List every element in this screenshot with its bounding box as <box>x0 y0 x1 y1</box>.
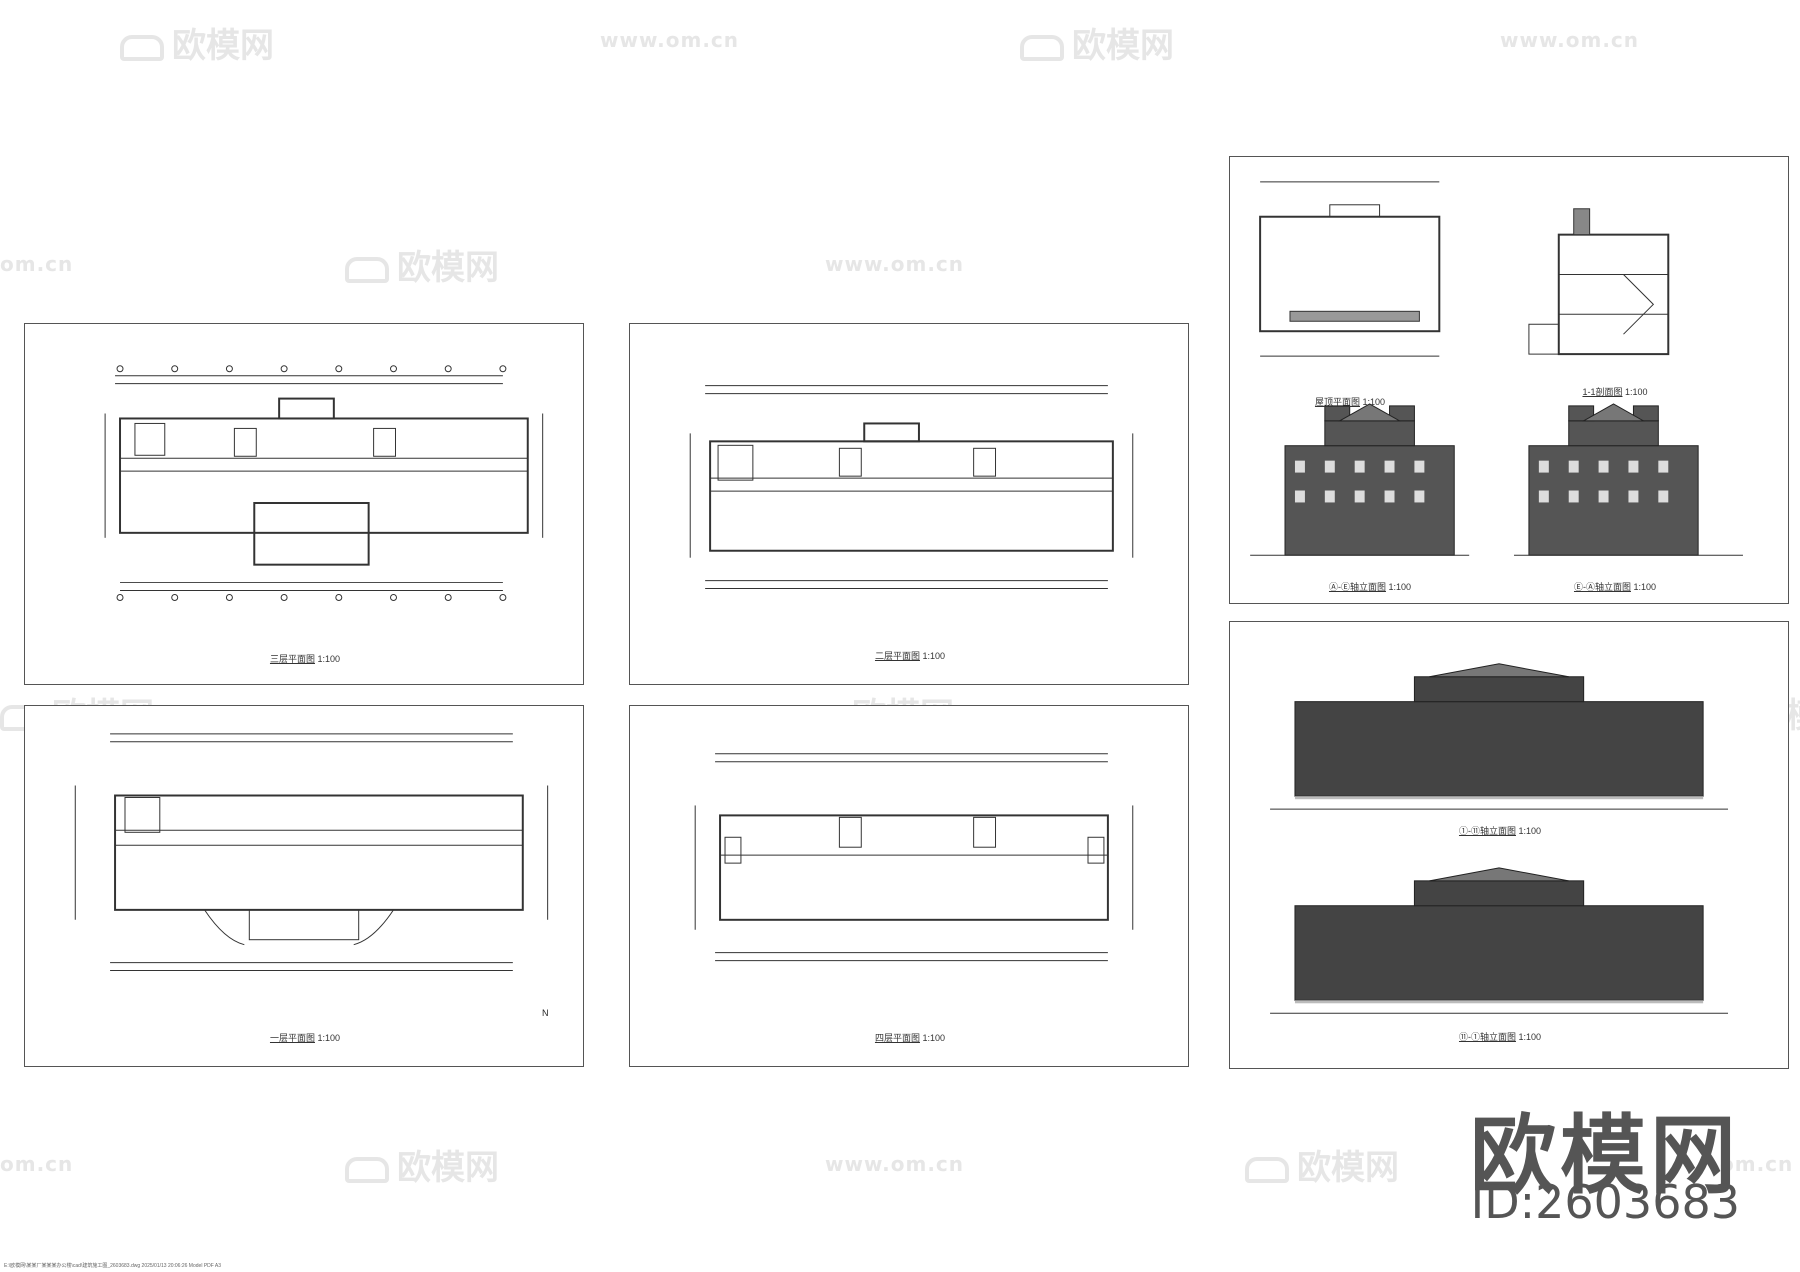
watermark-url-short: om.cn <box>1720 1152 1794 1176</box>
third-floor-plan-caption: 三层平面图 <box>269 654 315 664</box>
rear-elev-caption: ⑪-①轴立面图 <box>1458 1032 1516 1042</box>
roof-plan-caption: 屋顶平面图 <box>1314 397 1360 407</box>
side-elev-b-scale: 1:100 <box>1633 582 1657 592</box>
watermark-logo-icon <box>1245 1156 1289 1183</box>
fourth-floor-plan-caption: 四层平面图 <box>874 1033 920 1043</box>
sheet-first-floor-plan[interactable]: N 一层平面图 1:100 <box>24 705 584 1067</box>
fourth-floor-plan-scale: 1:100 <box>922 1033 946 1043</box>
front-rear-elevation-drawing <box>1270 663 1729 1014</box>
watermark-brand: 欧模网 <box>120 18 274 67</box>
brand-logo-text: 欧模网 <box>1470 1106 1740 1206</box>
side-elev-a-scale: 1:100 <box>1388 582 1412 592</box>
third-floor-plan-scale: 1:100 <box>317 654 341 664</box>
rear-elev-scale: 1:100 <box>1518 1032 1542 1042</box>
section-scale: 1:100 <box>1625 387 1648 397</box>
watermark-logo-icon <box>345 1156 389 1183</box>
watermark-logo-icon <box>345 256 389 283</box>
first-floor-plan-drawing <box>74 733 549 972</box>
north-label: N <box>542 1008 549 1018</box>
roof-section-side-drawing <box>1250 181 1743 556</box>
third-floor-plan-drawing <box>104 365 544 601</box>
second-floor-plan-drawing <box>689 385 1134 590</box>
file-path-footer: E:\欧模网\某某厂某某某办公楼\cad\建筑施工图_2603683.dwg 2… <box>4 1263 222 1269</box>
watermark-url-short: om.cn <box>0 252 74 276</box>
second-floor-plan-caption: 二层平面图 <box>874 651 920 661</box>
watermark-url: www.om.cn <box>1500 28 1640 52</box>
watermark-url: www.om.cn <box>825 252 965 276</box>
fourth-floor-plan-drawing <box>694 753 1134 962</box>
front-elev-scale: 1:100 <box>1518 826 1542 836</box>
watermark-brand: 欧模网 <box>345 240 499 289</box>
first-floor-plan-scale: 1:100 <box>317 1033 341 1043</box>
roof-plan-scale: 1:100 <box>1362 397 1386 407</box>
side-elev-a-caption: Ⓐ-Ⓔ轴立面图 <box>1328 582 1386 592</box>
sheet-roof-section-side-elevations[interactable]: 屋顶平面图 1:100 1-1剖面图 1:100 Ⓐ-Ⓔ轴立面图 1:100 Ⓔ… <box>1229 156 1789 604</box>
model-id: ID:2603683 <box>1470 1175 1740 1229</box>
sheet-second-floor-plan[interactable]: 二层平面图 1:100 <box>629 323 1189 685</box>
sheet-front-rear-elevations[interactable]: ①-⑪轴立面图 1:100 ⑪-①轴立面图 1:100 <box>1229 621 1789 1069</box>
watermark-brand: 欧模网 <box>1245 1140 1399 1189</box>
watermark-brand: 欧模网 <box>345 1140 499 1189</box>
watermark-url: www.om.cn <box>825 1152 965 1176</box>
front-elev-caption: ①-⑪轴立面图 <box>1458 826 1516 836</box>
section-caption: 1-1剖面图 <box>1582 387 1623 397</box>
watermark-url-short: om.cn <box>0 1152 74 1176</box>
watermark-logo-icon <box>120 34 164 61</box>
sheet-third-floor-plan[interactable]: 三层平面图 1:100 <box>24 323 584 685</box>
watermark-brand: 欧模网 <box>1020 18 1174 67</box>
sheet-fourth-floor-plan[interactable]: 四层平面图 1:100 <box>629 705 1189 1067</box>
first-floor-plan-caption: 一层平面图 <box>269 1033 315 1043</box>
watermark-url: www.om.cn <box>600 28 740 52</box>
side-elev-b-caption: Ⓔ-Ⓐ轴立面图 <box>1573 582 1631 592</box>
second-floor-plan-scale: 1:100 <box>922 651 946 661</box>
watermark-logo-icon <box>1020 34 1064 61</box>
